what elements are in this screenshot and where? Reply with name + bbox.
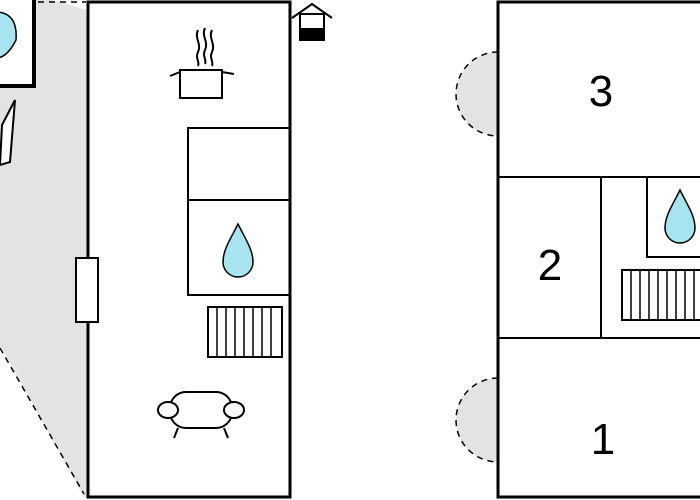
terrace-area — [0, 0, 88, 497]
kitchen-sink-cabinet — [187, 199, 291, 296]
side-door — [75, 257, 99, 323]
right-building: 3 2 1 — [455, 0, 700, 499]
kitchen-counter — [187, 127, 291, 201]
cooking-pot-icon — [169, 27, 235, 99]
terrace-semicircle-top — [456, 52, 498, 136]
room-label-3: 3 — [589, 67, 613, 116]
left-building — [0, 0, 333, 499]
radiator-icon — [621, 269, 700, 321]
terrace-semicircle-bottom — [456, 378, 498, 462]
house-entrance-icon — [291, 2, 333, 41]
radiator-icon — [207, 306, 283, 358]
water-drop-icon — [664, 188, 696, 244]
room-label-1: 1 — [591, 415, 615, 464]
armchair-icon — [157, 391, 245, 439]
room-label-2: 2 — [538, 241, 562, 290]
right-building-wall — [496, 0, 700, 499]
shower-area — [646, 176, 700, 258]
door-swing — [0, 99, 16, 167]
window-icon — [0, 0, 36, 88]
water-drop-icon — [222, 222, 254, 278]
